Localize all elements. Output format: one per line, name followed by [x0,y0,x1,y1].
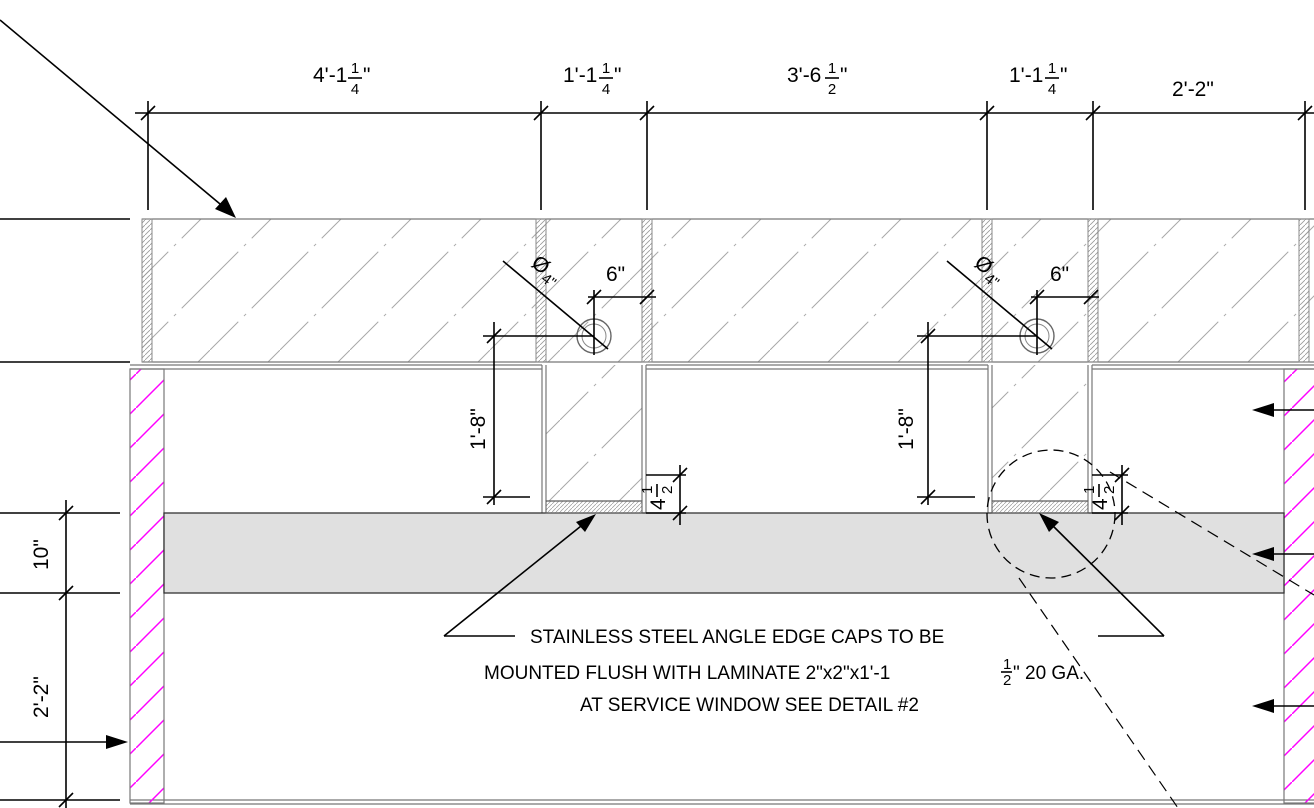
hole-height-dim-right [917,322,1037,505]
svg-text:" 20 GA.: " 20 GA. [1013,663,1084,684]
svg-text:": " [363,64,370,87]
svg-text:STAINLESS STEEL ANGLE EDGE CAP: STAINLESS STEEL ANGLE EDGE CAPS TO BE [530,627,944,648]
hole-offset-label-left: 6" [606,263,625,286]
svg-text:1'-1: 1'-1 [1009,64,1043,87]
svg-text:MOUNTED FLUSH WITH LAMINATE 2": MOUNTED FLUSH WITH LAMINATE 2"x2"x1'-1 [484,663,890,684]
svg-text:2: 2 [1003,672,1011,689]
svg-text:4: 4 [602,81,610,98]
cap-height-label-right: 4 1 2 [1081,484,1118,510]
service-window-left [541,365,647,513]
dim-label-1: 4'-1 1 4 " [313,60,370,98]
detail-callout-circle [986,449,1116,579]
hole-height-label-right: 1'-8" [895,408,918,450]
svg-text:": " [614,64,621,87]
svg-text:1: 1 [1003,656,1011,673]
edge-cap-note: STAINLESS STEEL ANGLE EDGE CAPS TO BE MO… [484,627,1084,716]
dim-label-4: 1'-1 1 4 " [1009,60,1067,98]
hole-offset-label-right: 6" [1050,263,1069,286]
svg-text:4: 4 [1048,81,1056,98]
svg-text:4: 4 [351,81,359,98]
svg-text:1: 1 [351,60,359,77]
dim-label-3: 3'-6 1 2 " [787,60,847,98]
countertop-laminate [163,512,1285,594]
right-edge-arrows [1252,403,1314,713]
cap-height-dim-right [1092,465,1130,525]
detail-callout-lines [1018,471,1314,808]
svg-text:2: 2 [828,81,836,98]
svg-text:2: 2 [1101,486,1118,494]
glass-panels [141,218,1314,363]
edge-cap-right [991,500,1089,514]
cap-height-dim-left [646,465,688,525]
left-dim-10-label: 10" [30,539,53,570]
svg-text:1'-1: 1'-1 [563,64,597,87]
svg-text:4: 4 [1089,498,1112,510]
svg-text:1: 1 [602,60,610,77]
svg-text:2: 2 [659,486,676,494]
svg-text:4: 4 [647,498,670,510]
svg-text:1: 1 [1048,60,1056,77]
left-vertical-dims [0,500,128,808]
svg-text:": " [840,64,847,87]
top-dimension-chain [135,101,1314,210]
hole-height-label-left: 1'-8" [467,408,490,450]
svg-text:1: 1 [828,60,836,77]
cap-height-label-left: 4 1 2 [639,484,676,510]
dim-label-2: 1'-1 1 4 " [563,60,621,98]
top-left-leader [0,19,236,218]
svg-text:AT SERVICE WINDOW SEE DETAIL #: AT SERVICE WINDOW SEE DETAIL #2 [580,695,919,716]
service-window-right [987,365,1093,513]
hole-right [946,260,1099,355]
hole-height-dim-left [483,322,594,505]
svg-text:4'-1: 4'-1 [313,64,347,87]
svg-text:3'-6: 3'-6 [787,64,821,87]
note-leaders [443,513,1165,637]
left-dim-2-2-label: 2'-2" [30,676,53,718]
svg-text:1: 1 [639,486,656,494]
cabinet-elevation [130,364,1314,805]
svg-text:": " [1060,64,1067,87]
left-wall-section [129,368,165,804]
dim-label-5: 2'-2" [1172,78,1214,101]
svg-text:1: 1 [1081,486,1098,494]
edge-cap-left [545,500,643,514]
